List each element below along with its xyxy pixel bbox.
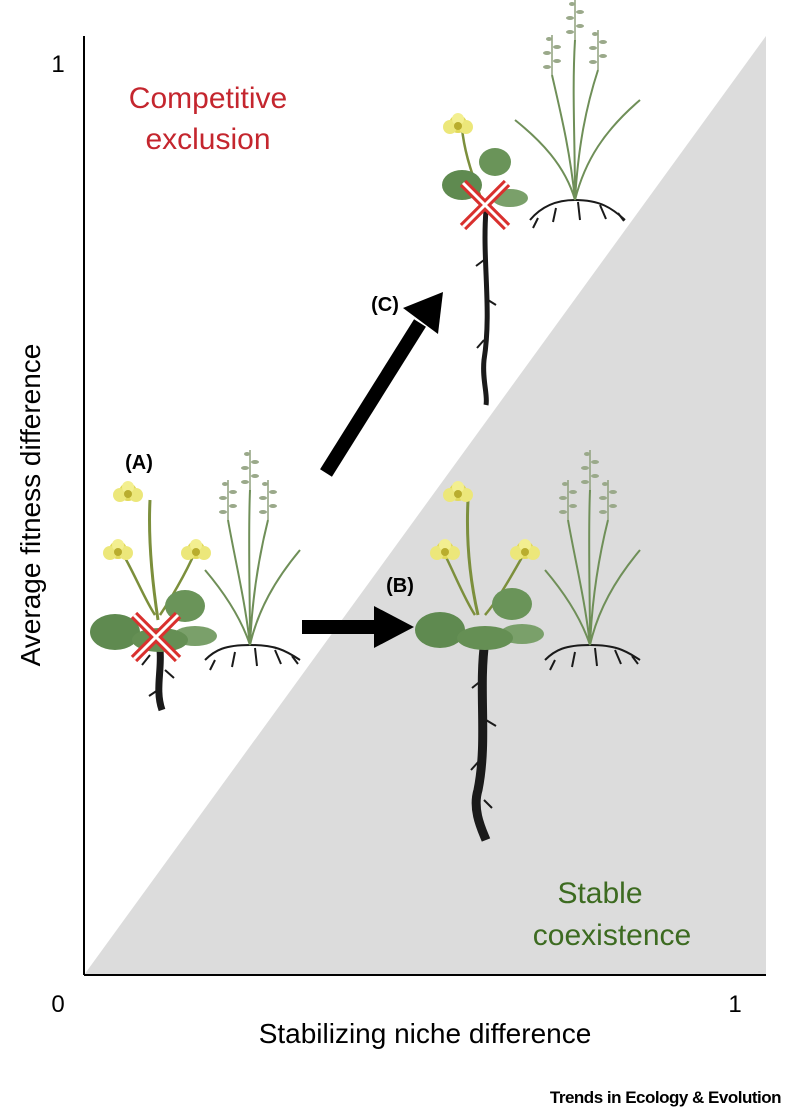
journal-credit: Trends in Ecology & Evolution bbox=[550, 1088, 781, 1107]
competitive-exclusion-label-line1: Competitive bbox=[129, 82, 287, 115]
forb-plant-icon bbox=[415, 481, 544, 842]
exclusion-cross-icon bbox=[130, 611, 182, 663]
scenario-a-label: (A) bbox=[125, 452, 153, 474]
stable-coexistence-region bbox=[84, 36, 766, 975]
x-tick-right-label: 1 bbox=[728, 991, 741, 1018]
x-axis-title: Stabilizing niche difference bbox=[259, 1018, 592, 1049]
grass-plant-icon bbox=[514, 0, 641, 229]
y-axis-title: Average fitness difference bbox=[15, 344, 46, 667]
forb-plant-icon bbox=[90, 481, 217, 712]
competitive-exclusion-label-line2: exclusion bbox=[145, 123, 270, 156]
plant-pair-b bbox=[415, 449, 641, 842]
grass-plant-icon bbox=[544, 449, 641, 671]
grass-plant-icon bbox=[204, 449, 301, 671]
origin-label: 0 bbox=[51, 991, 64, 1018]
scenario-c-label: (C) bbox=[371, 294, 399, 316]
y-tick-top-label: 1 bbox=[51, 51, 64, 78]
arrow-to-b bbox=[302, 606, 414, 648]
stable-coexistence-label-line1: Stable bbox=[557, 877, 642, 910]
exclusion-cross-icon bbox=[459, 179, 511, 231]
arrow-to-c bbox=[320, 292, 443, 477]
scenario-b-label: (B) bbox=[386, 575, 414, 597]
plant-pair-c bbox=[442, 0, 641, 406]
plant-pair-a bbox=[90, 449, 301, 712]
forb-plant-icon bbox=[442, 113, 528, 406]
stable-coexistence-label-line2: coexistence bbox=[533, 919, 691, 952]
